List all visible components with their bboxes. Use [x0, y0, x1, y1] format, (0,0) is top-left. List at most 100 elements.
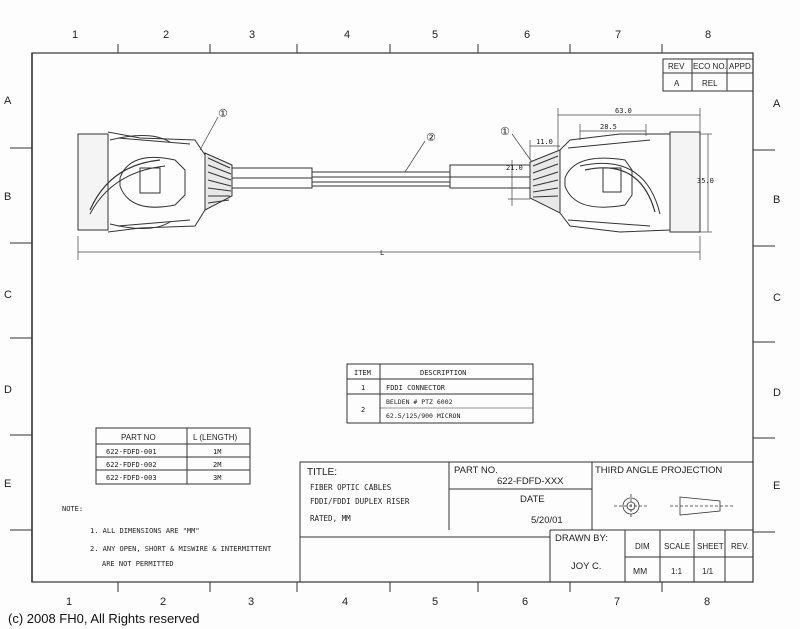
item-header: ITEM — [354, 369, 371, 377]
sheet-label: SHEET — [697, 542, 724, 551]
grid-col-label: 2 — [163, 29, 169, 41]
scale-value: 1:1 — [671, 567, 683, 576]
item-table: ITEM DESCRIPTION 1 FDDI CONNECTOR 2 BELD… — [346, 363, 534, 424]
grid-col-label: 5 — [432, 596, 438, 608]
projection-label: THIRD ANGLE PROJECTION — [595, 465, 722, 476]
right-fddi-connector — [529, 131, 701, 233]
part-no-header: PART NO — [121, 433, 156, 442]
note-line: 1. ALL DIMENSIONS ARE "MM" — [90, 527, 200, 535]
copyright-notice: (c) 2008 FH0, All Rights reserved — [8, 611, 200, 626]
appd-header: APPD — [729, 62, 751, 71]
length-cell: 1M — [213, 448, 221, 456]
grid-col-label: 1 — [66, 596, 72, 608]
rev-value: A — [674, 79, 680, 88]
grid-row-label: B — [773, 194, 780, 206]
rev-header: REV — [668, 62, 685, 71]
part-no-cell: 622-FDFD-003 — [106, 474, 157, 482]
grid-col-label: 7 — [615, 29, 621, 41]
callout-1-right: ① — [500, 126, 510, 138]
grid-col-label: 2 — [160, 596, 166, 608]
dimensions — [77, 108, 712, 260]
item-description: BELDEN # PTZ 6002 — [386, 398, 453, 406]
projection-symbol-icon — [614, 494, 735, 518]
grid-row-label: E — [773, 480, 780, 492]
eco-header: ECO NO. — [693, 62, 727, 71]
note-line: ARE NOT PERMITTED — [102, 560, 174, 568]
length-cell: 2M — [213, 461, 221, 469]
eco-value: REL — [702, 79, 718, 88]
dim-label: DIM — [635, 542, 650, 551]
title-line: RATED, MM — [310, 514, 351, 523]
grid-row-label: D — [773, 387, 781, 399]
grid-col-label: 3 — [249, 29, 255, 41]
dim-28-5: 28.5 — [600, 123, 617, 131]
length-header: L (LENGTH) — [193, 433, 237, 442]
date-value: 5/20/01 — [531, 515, 563, 526]
grid-col-label: 6 — [522, 596, 528, 608]
grid-row-label: E — [4, 478, 11, 490]
grid-row-label: A — [773, 98, 781, 110]
drawn-by-value: JOY C. — [571, 561, 601, 572]
grid-col-label: 5 — [432, 29, 438, 41]
sheet-value: 1/1 — [702, 567, 714, 576]
notes: NOTE: 1. ALL DIMENSIONS ARE "MM" 2. ANY … — [62, 505, 272, 568]
callout-1-left: ① — [218, 108, 228, 120]
callout-label: ② — [426, 132, 436, 144]
notes-label: NOTE: — [62, 505, 83, 513]
dim-value: MM — [633, 566, 647, 576]
grid-row-label: B — [4, 191, 11, 203]
part-table: PART NO L (LENGTH) 622-FDFD-001 1M 622-F… — [95, 427, 251, 485]
scale-label: SCALE — [664, 542, 690, 551]
grid-row-label: A — [4, 95, 12, 107]
grid-col-label: 4 — [344, 29, 350, 41]
grid-col-label: 1 — [72, 29, 78, 41]
title-label: TITLE: — [307, 467, 337, 478]
length-cell: 3M — [213, 474, 221, 482]
part-no-cell: 622-FDFD-002 — [106, 461, 157, 469]
dim-35: 35.0 — [697, 177, 714, 185]
cable-assembly — [77, 131, 701, 233]
callout-2: ② — [426, 132, 436, 144]
drawn-by-label: DRAWN BY: — [555, 533, 608, 544]
item-number: 2 — [361, 406, 365, 414]
description-header: DESCRIPTION — [420, 369, 466, 377]
grid-col-label: 7 — [614, 596, 620, 608]
title-block-text: TITLE: FIBER OPTIC CABLES FDDI/FDDI DUPL… — [307, 465, 749, 576]
revision-table: REV ECO NO. APPD A REL — [662, 58, 754, 92]
grid-columns-bottom: 1 2 3 4 5 6 7 8 — [66, 596, 710, 608]
grid-row-label: C — [773, 292, 781, 304]
grid-col-label: 3 — [248, 596, 254, 608]
dim-21: 21.0 — [506, 164, 523, 172]
part-no-cell: 622-FDFD-001 — [106, 448, 157, 456]
left-fddi-connector — [77, 131, 233, 233]
grid-col-label: 8 — [705, 29, 711, 41]
item-description: 62.5/125/900 MICRON — [386, 412, 460, 420]
part-no-value: 622-FDFD-XXX — [497, 476, 564, 487]
note-line: 2. ANY OPEN, SHORT & MISWIRE & INTERMITT… — [90, 545, 272, 553]
grid-row-label: C — [4, 289, 12, 301]
grid-row-label: D — [4, 384, 12, 396]
item-description: FDDI CONNECTOR — [386, 384, 446, 392]
grid-rows-left: A B C D E — [4, 95, 12, 490]
title-block — [299, 461, 754, 583]
grid-col-label: 6 — [524, 29, 530, 41]
title-line: FIBER OPTIC CABLES — [310, 483, 392, 492]
part-no-label: PART NO. — [454, 465, 498, 476]
grid-columns-top: 1 2 3 4 5 6 7 8 — [72, 29, 711, 41]
grid-rows-right: A B C D E — [773, 98, 781, 492]
grid-col-label: 4 — [342, 596, 348, 608]
item-number: 1 — [361, 384, 365, 392]
left-boot — [231, 167, 313, 189]
dim-length: L — [380, 249, 384, 257]
callout-label: ① — [500, 126, 510, 138]
dim-11: 11.0 — [536, 138, 553, 146]
dim-63: 63.0 — [615, 107, 632, 115]
rev-label: REV. — [731, 542, 749, 551]
date-label: DATE — [520, 494, 545, 505]
grid-col-label: 8 — [704, 596, 710, 608]
cable — [312, 171, 450, 187]
title-line: FDDI/FDDI DUPLEX RISER — [310, 497, 410, 506]
callout-label: ① — [218, 108, 228, 120]
